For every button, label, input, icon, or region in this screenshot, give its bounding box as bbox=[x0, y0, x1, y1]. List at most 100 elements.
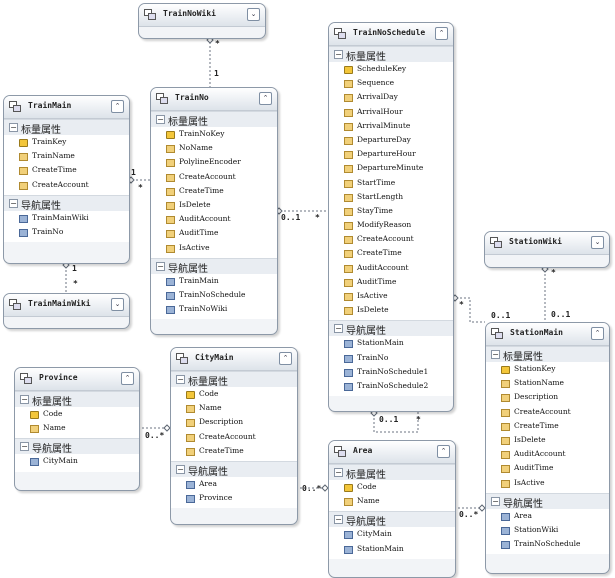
collapse-icon[interactable]: − bbox=[20, 442, 29, 452]
property-row[interactable]: IsActive bbox=[151, 242, 277, 256]
collapse-icon[interactable]: − bbox=[491, 350, 500, 359]
navigation-properties-header[interactable]: −导航属性 bbox=[486, 492, 609, 510]
scalar-properties-header[interactable]: −标量属性 bbox=[486, 346, 609, 363]
navigation-property-row[interactable]: TrainNoSchedule bbox=[486, 538, 609, 552]
property-row[interactable]: CreateTime bbox=[486, 420, 609, 434]
collapse-icon[interactable]: − bbox=[334, 468, 343, 477]
navigation-property-row[interactable]: Area bbox=[171, 478, 297, 492]
scalar-properties-header[interactable]: −标量属性 bbox=[15, 391, 139, 408]
property-row[interactable]: CreateAccount bbox=[486, 406, 609, 420]
property-row[interactable]: CreateAccount bbox=[151, 171, 277, 185]
entity-header[interactable]: TrainMainWiki ⌄ bbox=[4, 294, 129, 317]
property-row[interactable]: IsDelete bbox=[151, 199, 277, 213]
collapse-chevron-icon[interactable]: ⌃ bbox=[259, 92, 272, 105]
scalar-properties-header[interactable]: −标量属性 bbox=[4, 119, 129, 136]
collapse-icon[interactable]: − bbox=[9, 198, 18, 208]
property-row[interactable]: PolylineEncoder bbox=[151, 156, 277, 170]
property-row[interactable]: TrainKey bbox=[4, 136, 129, 150]
property-row[interactable]: CreateTime bbox=[329, 247, 453, 261]
property-row[interactable]: IsDelete bbox=[329, 304, 453, 318]
property-row[interactable]: CreateTime bbox=[4, 164, 129, 178]
collapse-icon[interactable]: − bbox=[156, 115, 165, 124]
property-row[interactable]: StartTime bbox=[329, 177, 453, 191]
property-row[interactable]: AuditAccount bbox=[329, 262, 453, 276]
navigation-property-row[interactable]: TrainNoSchedule1 bbox=[329, 366, 453, 380]
navigation-property-row[interactable]: TrainNoWiki bbox=[151, 303, 277, 317]
property-row[interactable]: StationKey bbox=[486, 363, 609, 377]
collapse-icon[interactable]: − bbox=[176, 464, 185, 474]
property-row[interactable]: CreateAccount bbox=[4, 179, 129, 193]
collapse-chevron-icon[interactable]: ⌄ bbox=[111, 298, 124, 311]
property-row[interactable]: CreateTime bbox=[171, 445, 297, 459]
entity-header[interactable]: StationMain ⌃ bbox=[486, 323, 609, 346]
property-row[interactable]: TrainNoKey bbox=[151, 128, 277, 142]
scalar-properties-header[interactable]: −标量属性 bbox=[151, 111, 277, 128]
property-row[interactable]: AuditTime bbox=[151, 227, 277, 241]
property-row[interactable]: TrainName bbox=[4, 150, 129, 164]
property-row[interactable]: AuditAccount bbox=[486, 448, 609, 462]
entity-header[interactable]: Area ⌃ bbox=[329, 441, 455, 464]
entity-header[interactable]: TrainMain ⌃ bbox=[4, 96, 129, 119]
navigation-property-row[interactable]: TrainNoSchedule2 bbox=[329, 380, 453, 394]
property-row[interactable]: CreateAccount bbox=[329, 233, 453, 247]
property-row[interactable]: IsDelete bbox=[486, 434, 609, 448]
entity-header[interactable]: Province ⌃ bbox=[15, 368, 139, 391]
collapse-chevron-icon[interactable]: ⌃ bbox=[279, 352, 292, 365]
navigation-properties-header[interactable]: −导航属性 bbox=[151, 257, 277, 275]
navigation-property-row[interactable]: Area bbox=[486, 510, 609, 524]
entity-header[interactable]: CityMain ⌃ bbox=[171, 348, 297, 371]
property-row[interactable]: StartLength bbox=[329, 191, 453, 205]
property-row[interactable]: StayTime bbox=[329, 205, 453, 219]
navigation-properties-header[interactable]: −导航属性 bbox=[4, 194, 129, 212]
collapse-icon[interactable]: − bbox=[9, 123, 18, 132]
property-row[interactable]: Code bbox=[329, 481, 455, 495]
property-row[interactable]: AuditTime bbox=[329, 276, 453, 290]
navigation-property-row[interactable]: StationMain bbox=[329, 337, 453, 351]
collapse-icon[interactable]: − bbox=[334, 324, 343, 334]
property-row[interactable]: NoName bbox=[151, 142, 277, 156]
collapse-icon[interactable]: − bbox=[334, 515, 343, 525]
property-row[interactable]: Sequence bbox=[329, 77, 453, 91]
collapse-icon[interactable]: − bbox=[491, 496, 500, 506]
navigation-property-row[interactable]: TrainNoSchedule bbox=[151, 289, 277, 303]
property-row[interactable]: Code bbox=[171, 388, 297, 402]
property-row[interactable]: StationName bbox=[486, 377, 609, 391]
entity-trainnowiki[interactable]: TrainNoWiki ⌄ bbox=[138, 3, 266, 39]
collapse-icon[interactable]: − bbox=[334, 50, 343, 59]
collapse-icon[interactable]: − bbox=[176, 375, 185, 384]
entity-header[interactable]: TrainNoSchedule ⌃ bbox=[329, 23, 453, 46]
property-row[interactable]: CreateTime bbox=[151, 185, 277, 199]
navigation-property-row[interactable]: StationWiki bbox=[486, 524, 609, 538]
navigation-properties-header[interactable]: −导航属性 bbox=[15, 438, 139, 455]
property-row[interactable]: IsActive bbox=[329, 290, 453, 304]
navigation-properties-header[interactable]: −导航属性 bbox=[171, 460, 297, 478]
property-row[interactable]: ArrivalDay bbox=[329, 91, 453, 105]
navigation-properties-header[interactable]: −导航属性 bbox=[329, 511, 455, 528]
collapse-chevron-icon[interactable]: ⌃ bbox=[121, 372, 134, 385]
navigation-properties-header[interactable]: −导航属性 bbox=[329, 320, 453, 337]
property-row[interactable]: DepartureDay bbox=[329, 134, 453, 148]
entity-header[interactable]: TrainNo ⌃ bbox=[151, 88, 277, 111]
collapse-chevron-icon[interactable]: ⌄ bbox=[591, 236, 604, 249]
navigation-property-row[interactable]: Province bbox=[171, 492, 297, 506]
property-row[interactable]: AuditTime bbox=[486, 462, 609, 476]
property-row[interactable]: ModifyReason bbox=[329, 219, 453, 233]
scalar-properties-header[interactable]: −标量属性 bbox=[171, 371, 297, 388]
collapse-icon[interactable]: − bbox=[156, 261, 165, 271]
navigation-property-row[interactable]: CityMain bbox=[329, 528, 455, 542]
navigation-property-row[interactable]: TrainNo bbox=[4, 226, 129, 240]
collapse-chevron-icon[interactable]: ⌃ bbox=[435, 27, 448, 40]
property-row[interactable]: ArrivalHour bbox=[329, 106, 453, 120]
scalar-properties-header[interactable]: −标量属性 bbox=[329, 464, 455, 481]
property-row[interactable]: DepartureMinute bbox=[329, 162, 453, 176]
property-row[interactable]: Name bbox=[15, 422, 139, 436]
property-row[interactable]: DepartureHour bbox=[329, 148, 453, 162]
navigation-property-row[interactable]: TrainMainWiki bbox=[4, 212, 129, 226]
navigation-property-row[interactable]: TrainNo bbox=[329, 352, 453, 366]
property-row[interactable]: Code bbox=[15, 408, 139, 422]
